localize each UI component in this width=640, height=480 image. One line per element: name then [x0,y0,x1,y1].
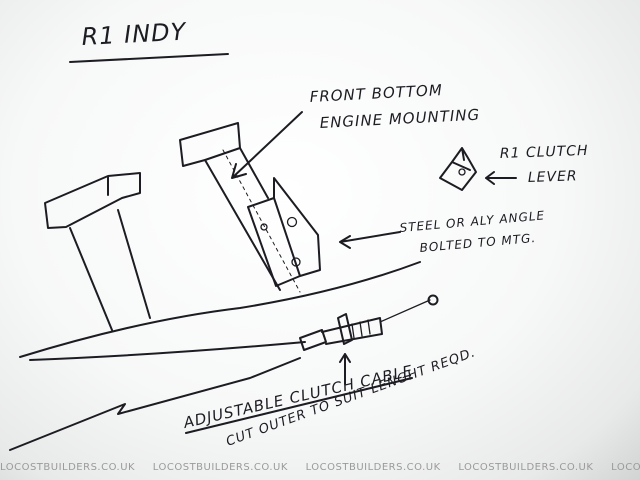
lever-label-line2: LEVER [528,168,578,186]
watermark-text: LOCOSTBUILDERS.CO.UK [0,462,136,473]
clutch-lever [439,147,477,191]
mounting-label-line2: ENGINE MOUNTING [319,106,480,132]
cable-adjuster-thread [351,319,371,339]
mounting-arrow [231,111,303,179]
angle-arrow [339,231,401,249]
cable-arrow [339,353,351,385]
cable-adjuster-barrel [321,317,383,345]
center-mount-block [179,122,241,167]
clutch-lever-pivot [458,168,466,176]
cable-end-nipple [427,294,439,306]
cable-sleeve [299,329,327,351]
watermark-text: LOCOSTBUILDERS.CO.UK [611,462,640,473]
left-mount-post [69,209,151,331]
cable-locknut [337,313,353,345]
angle-bracket [247,177,321,287]
watermark-text: LOCOSTBUILDERS.CO.UK [458,462,594,473]
lever-label-line1: R1 CLUTCH [500,143,589,162]
lever-arrow [485,171,517,185]
title-underline [69,53,229,63]
watermark-strip: LOCOSTBUILDERS.CO.UK LOCOSTBUILDERS.CO.U… [0,462,640,480]
sketch-title: R1 INDY [81,17,188,51]
watermark-text: LOCOSTBUILDERS.CO.UK [305,462,441,473]
chassis-rail-upper [19,261,421,358]
cable-outer [29,341,306,361]
angle-label-line2: BOLTED TO MTG. [419,231,537,255]
bracket-bolt-lower [291,257,301,267]
cable-label-underline [185,377,413,434]
watermark-text: LOCOSTBUILDERS.CO.UK [152,462,288,473]
chassis-rail-lower [9,357,301,451]
cable-inner [379,299,431,323]
sketch-drawing: R1 INDY FRONT BOTTOM ENGINE MOUNTING R1 … [9,17,589,451]
mounting-label-line1: FRONT BOTTOM [309,81,443,106]
center-mount-post [204,147,281,291]
bracket-bolt-top-right [286,216,298,228]
left-mount-block [44,172,141,229]
bracket-bolt-top-left [260,223,268,231]
center-mount-centreline [222,149,301,293]
